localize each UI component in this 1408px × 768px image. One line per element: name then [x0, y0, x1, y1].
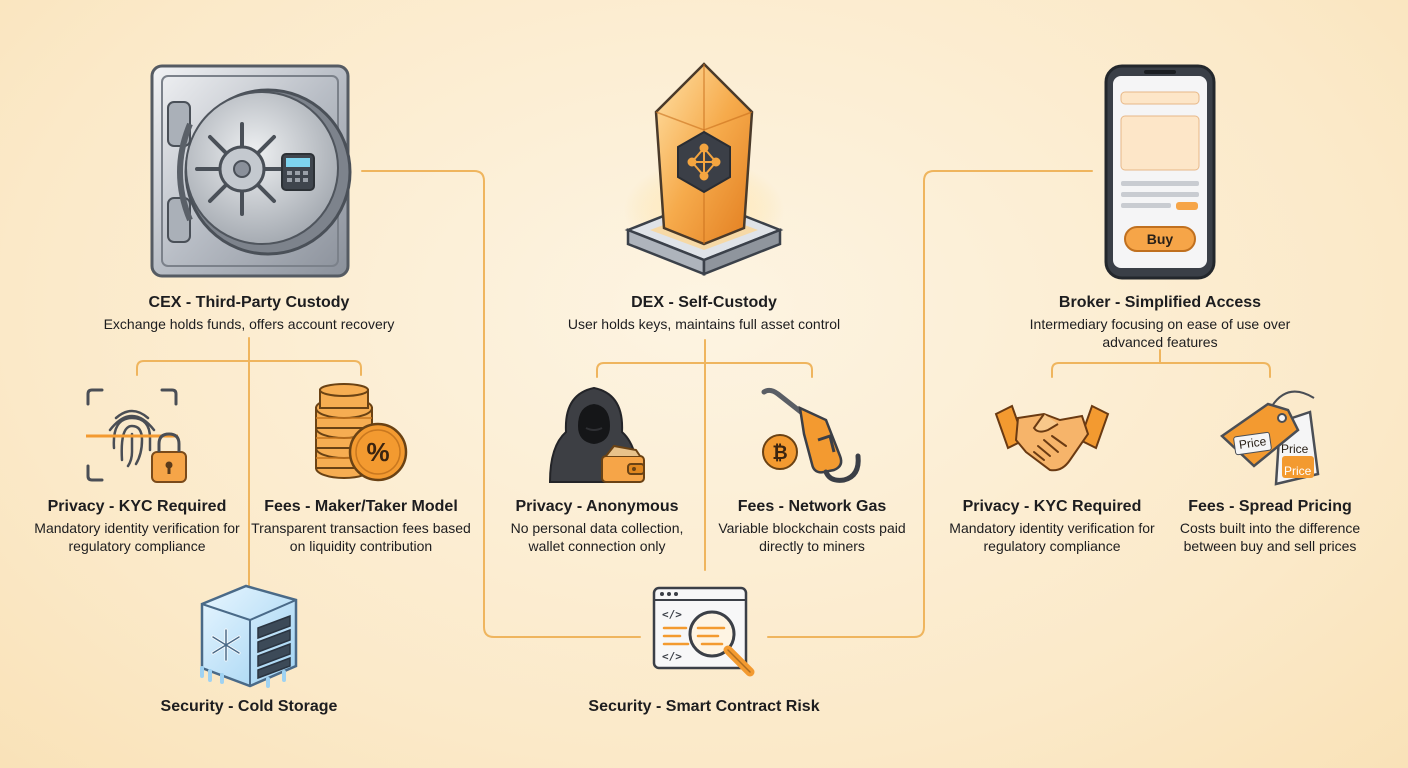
crystal-node-icon — [620, 60, 788, 282]
fingerprint-lock-icon — [86, 388, 190, 488]
cex-title: CEX - Third-Party Custody — [148, 294, 350, 311]
dex-security-title: Security - Smart Contract Risk — [588, 698, 820, 715]
price-tag-label-back-bottom: Price — [1284, 464, 1312, 478]
cex-security-label: Security - Cold Storage — [119, 697, 379, 717]
cex-privacy-title: Privacy - KYC Required — [47, 498, 227, 515]
dex-privacy-title: Privacy - Anonymous — [515, 498, 679, 515]
dex-label: DEX - Self-Custody User holds keys, main… — [524, 293, 884, 333]
dex-title: DEX - Self-Custody — [631, 294, 777, 311]
gas-nozzle-bitcoin-icon: ₿ — [760, 386, 868, 490]
price-tags-icon: Price Price Price — [1218, 384, 1322, 488]
broker-fees-title: Fees - Spread Pricing — [1188, 498, 1352, 515]
code-magnifier-icon: </> </> — [652, 586, 758, 680]
svg-text:₿: ₿ — [772, 442, 787, 464]
bracket-broker — [1051, 362, 1271, 378]
cex-desc: Exchange holds funds, offers account rec… — [103, 316, 395, 332]
broker-fees-desc: Costs built into the difference between … — [1179, 520, 1361, 554]
hooded-figure-wallet-icon — [546, 384, 648, 484]
svg-text:</>: </> — [662, 608, 682, 621]
vault-icon — [150, 64, 352, 278]
broker-privacy-title: Privacy - KYC Required — [962, 498, 1142, 515]
phone-icon: Buy — [1104, 64, 1216, 280]
cex-privacy-desc: Mandatory identity verification for regu… — [34, 520, 240, 554]
dex-fees-desc: Variable blockchain costs paid directly … — [718, 520, 906, 554]
connector-cex-to-security — [361, 170, 641, 638]
handshake-icon — [994, 400, 1110, 480]
price-tag-label-back-top: Price — [1281, 442, 1309, 456]
cex-fees-title: Fees - Maker/Taker Model — [264, 498, 458, 515]
cex-fees-desc: Transparent transaction fees based on li… — [251, 520, 471, 554]
broker-title: Broker - Simplified Access — [1058, 294, 1262, 311]
broker-fees-label: Fees - Spread Pricing Costs built into t… — [1165, 497, 1375, 555]
buy-button-label: Buy — [1146, 231, 1174, 247]
dex-desc: User holds keys, maintains full asset co… — [567, 316, 841, 332]
frozen-server-icon — [198, 580, 300, 690]
svg-text:</>: </> — [662, 650, 682, 663]
dex-security-label: Security - Smart Contract Risk — [554, 697, 854, 717]
svg-text:%: % — [366, 437, 389, 467]
cex-privacy-label: Privacy - KYC Required Mandatory identit… — [22, 497, 252, 555]
broker-label: Broker - Simplified Access Intermediary … — [1015, 293, 1305, 351]
cex-label: CEX - Third-Party Custody Exchange holds… — [69, 293, 429, 333]
dex-privacy-label: Privacy - Anonymous No personal data col… — [497, 497, 697, 555]
connector-broker-to-security — [767, 170, 1093, 638]
cex-fees-label: Fees - Maker/Taker Model Transparent tra… — [246, 497, 476, 555]
broker-desc: Intermediary focusing on ease of use ove… — [1029, 316, 1291, 350]
dex-fees-label: Fees - Network Gas Variable blockchain c… — [712, 497, 912, 555]
dex-privacy-desc: No personal data collection, wallet conn… — [510, 520, 684, 554]
broker-privacy-desc: Mandatory identity verification for regu… — [949, 520, 1155, 554]
coins-percent-icon: % — [312, 383, 410, 484]
dex-fees-title: Fees - Network Gas — [737, 498, 887, 515]
cex-security-title: Security - Cold Storage — [160, 698, 338, 715]
broker-privacy-label: Privacy - KYC Required Mandatory identit… — [947, 497, 1157, 555]
